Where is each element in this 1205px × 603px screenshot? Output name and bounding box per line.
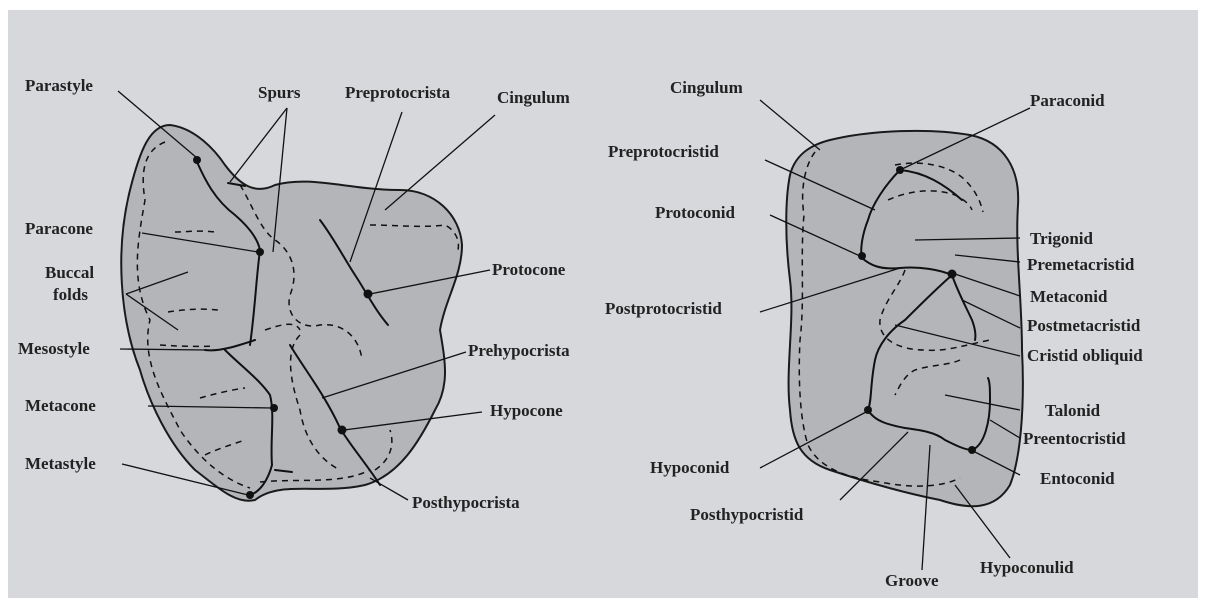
label-talonid: Talonid bbox=[1045, 401, 1101, 420]
label-preentocristid: Preentocristid bbox=[1023, 429, 1126, 448]
label-hypoconulid: Hypoconulid bbox=[980, 558, 1074, 577]
label-prehypocrista: Prehypocrista bbox=[468, 341, 570, 360]
label-cingulum-lower: Cingulum bbox=[670, 78, 743, 97]
label-metastyle: Metastyle bbox=[25, 454, 96, 473]
label-groove: Groove bbox=[885, 571, 939, 590]
label-protoconid: Protoconid bbox=[655, 203, 736, 222]
label-spurs: Spurs bbox=[258, 83, 301, 102]
label-metaconid: Metaconid bbox=[1030, 287, 1108, 306]
label-posthypocristid: Posthypocristid bbox=[690, 505, 804, 524]
entoconid-cusp bbox=[968, 446, 976, 454]
lower-molar: Cingulum Paraconid Preprotocristid Proto… bbox=[605, 78, 1143, 590]
label-metacone: Metacone bbox=[25, 396, 96, 415]
label-cingulum-upper: Cingulum bbox=[497, 88, 570, 107]
leader-cingulum-upper bbox=[385, 115, 495, 210]
leader-posthypocrista bbox=[370, 478, 408, 500]
label-hypoconid: Hypoconid bbox=[650, 458, 730, 477]
leader-spurs-1 bbox=[230, 108, 287, 182]
label-postmetacristid: Postmetacristid bbox=[1027, 316, 1141, 335]
upper-molar: Parastyle Spurs Preprotocrista Cingulum … bbox=[18, 76, 570, 512]
label-mesostyle: Mesostyle bbox=[18, 339, 90, 358]
leader-cingulum-lower bbox=[760, 100, 820, 150]
label-buccal: Buccal bbox=[45, 263, 94, 282]
label-hypocone: Hypocone bbox=[490, 401, 563, 420]
label-parastyle: Parastyle bbox=[25, 76, 93, 95]
label-preprotocrista: Preprotocrista bbox=[345, 83, 451, 102]
label-protocone: Protocone bbox=[492, 260, 566, 279]
label-premetacristid: Premetacristid bbox=[1027, 255, 1135, 274]
lower-molar-outline bbox=[786, 131, 1023, 506]
label-cristid-obliquid: Cristid obliquid bbox=[1027, 346, 1143, 365]
label-preprotocristid: Preprotocristid bbox=[608, 142, 719, 161]
label-trigonid: Trigonid bbox=[1030, 229, 1094, 248]
label-folds: folds bbox=[53, 285, 88, 304]
label-paracone: Paracone bbox=[25, 219, 93, 238]
label-posthypocrista: Posthypocrista bbox=[412, 493, 520, 512]
label-postprotocristid: Postprotocristid bbox=[605, 299, 722, 318]
label-entoconid: Entoconid bbox=[1040, 469, 1115, 488]
label-paraconid: Paraconid bbox=[1030, 91, 1105, 110]
